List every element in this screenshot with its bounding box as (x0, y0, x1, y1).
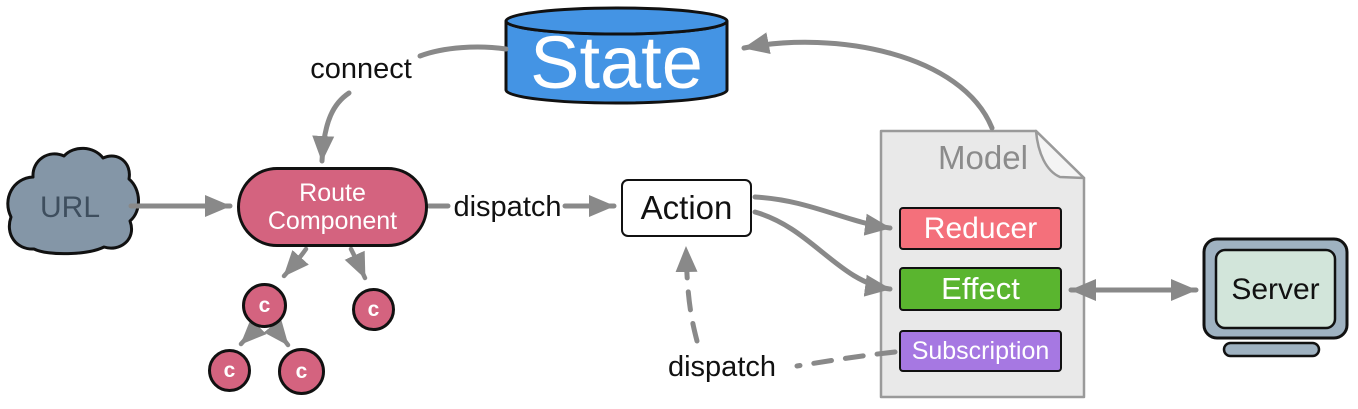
route-component-node: Route Component (237, 167, 428, 247)
effect-node: Effect (899, 267, 1062, 311)
edge-c1-to-c3 (238, 318, 267, 347)
component-node-label: c (223, 358, 236, 382)
edge-action-to-effect (752, 209, 893, 297)
url-cloud-icon (6, 146, 140, 256)
edge-c1-to-c4 (263, 318, 291, 348)
edge-connect-to-route-component (312, 90, 352, 164)
effect-label: Effect (941, 271, 1020, 306)
reducer-label: Reducer (923, 211, 1038, 245)
component-node: c (208, 349, 251, 392)
component-node-label: c (258, 293, 271, 317)
subscription-node: Subscription (899, 330, 1062, 372)
server-node-label: Server (1231, 273, 1320, 306)
route-component-label-line1: Route (299, 178, 366, 207)
state-node-label: State (530, 20, 703, 104)
action-node: Action (621, 179, 752, 237)
reducer-node: Reducer (899, 207, 1062, 250)
component-node: c (242, 283, 287, 328)
server-monitor-stand (1222, 341, 1321, 358)
connect-edge-label: connect (310, 52, 412, 85)
edge-dispatch-to-action-dashed (675, 244, 700, 344)
state-cylinder-lid (504, 6, 729, 36)
component-node: c (352, 288, 395, 331)
edge-route-to-c2 (344, 246, 368, 281)
subscription-label: Subscription (911, 336, 1050, 365)
server-monitor-screen (1214, 248, 1337, 330)
edge-route-to-c1 (281, 246, 309, 279)
component-node-label: c (367, 297, 380, 321)
edge-action-to-reducer (752, 194, 893, 236)
route-component-label-line2: Component (267, 207, 398, 235)
url-node-label: URL (39, 191, 100, 224)
model-document-fold (1034, 129, 1086, 180)
edge-model-to-state (741, 32, 995, 131)
component-node: c (278, 348, 325, 395)
component-node-label: c (295, 359, 308, 383)
model-node-label: Model (938, 139, 1028, 176)
dispatch-edge-label-route: dispatch (453, 190, 562, 223)
dispatch-edge-label-subscription: dispatch (667, 350, 776, 383)
action-label: Action (640, 189, 733, 226)
edge-subscription-to-dispatch (794, 349, 898, 369)
edge-state-to-connect (417, 44, 509, 59)
